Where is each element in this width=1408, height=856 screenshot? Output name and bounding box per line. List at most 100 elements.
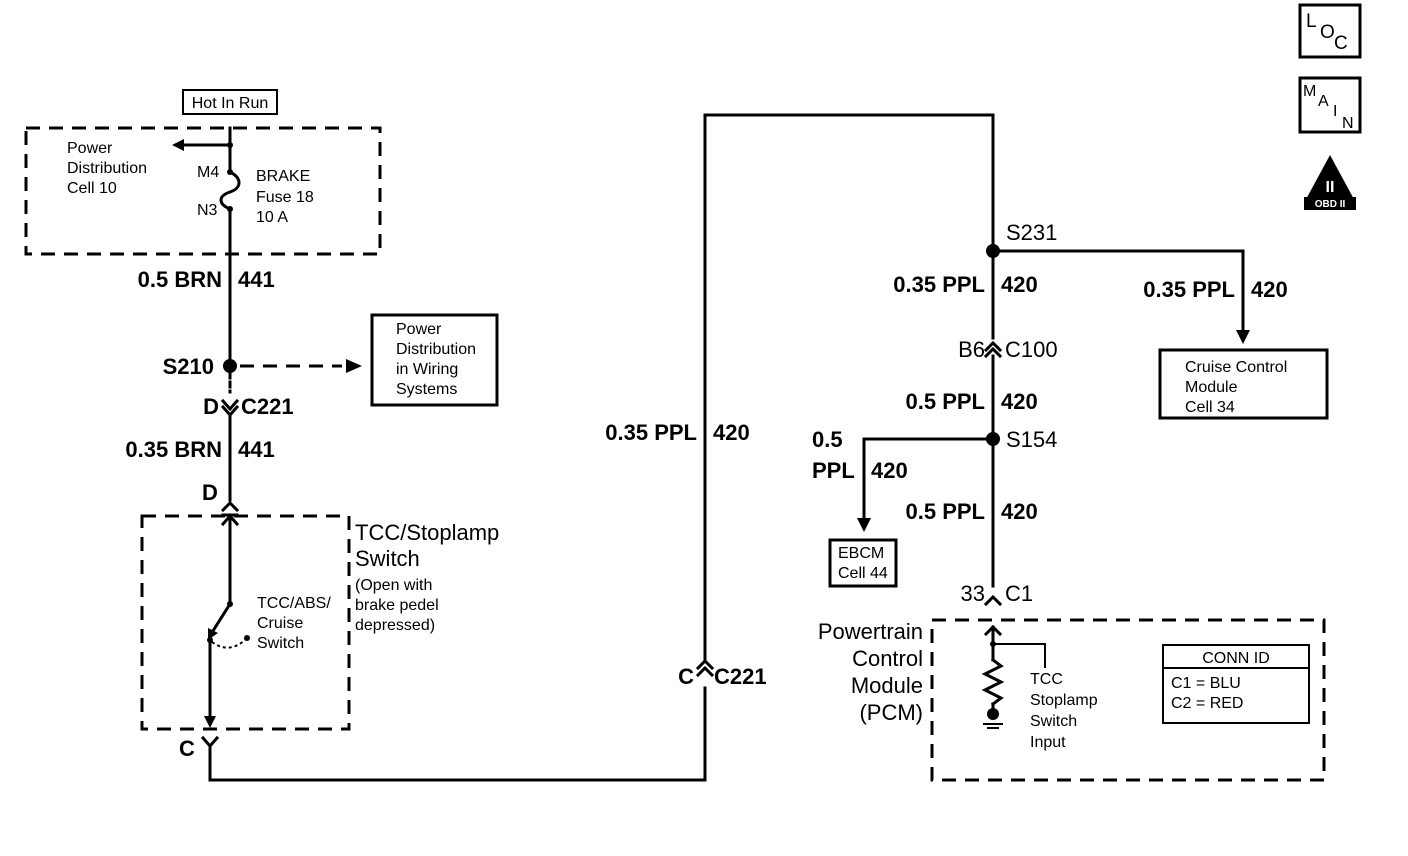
svg-text:EBCM: EBCM [838,545,884,562]
wire-circuit-441-b: 441 [238,437,275,462]
wire-circuit-441-a: 441 [238,267,275,292]
svg-text:L: L [1306,11,1317,32]
tcc-abs-cruise-switch-label: TCC/ABS/ Cruise Switch [257,595,331,652]
svg-text:Switch: Switch [1030,713,1077,730]
cruise-control-module-box: Cruise Control Module Cell 34 [1158,348,1329,420]
wire-circuit-420-cruise: 420 [1251,277,1288,302]
brake-fuse-label: BRAKE Fuse 18 10 A [256,168,314,226]
svg-text:Module: Module [851,673,923,698]
brake-fuse-symbol [219,169,241,211]
svg-text:Cell 34: Cell 34 [1185,399,1235,416]
power-distribution-cell-label: Power Distribution Cell 10 [67,140,147,197]
power-distribution-wiring-box: Power Distribution in Wiring Systems [370,313,499,407]
svg-text:Power: Power [396,321,442,338]
svg-text:TCC/ABS/: TCC/ABS/ [257,595,331,612]
svg-text:C1 = BLU: C1 = BLU [1171,675,1241,692]
loc-icon[interactable]: L O C [1298,3,1362,59]
wire-size-ppl-ebcm-a: 0.5 [812,427,843,452]
splice-s210-label: S210 [163,354,214,379]
obd-ii-icon[interactable]: II OBD II [1304,155,1356,210]
connector-c1 [983,594,1003,607]
fuse-block-outline [24,126,382,256]
wire-size-ppl-c: 0.5 PPL [906,499,985,524]
switch-note: (Open with brake pedel depressed) [355,577,439,634]
svg-text:TCC/Stoplamp: TCC/Stoplamp [355,520,499,545]
svg-text:M: M [1303,83,1316,100]
svg-text:N: N [1342,115,1354,132]
wire-size-brn-05: 0.5 BRN [138,267,222,292]
wire-circuit-420-mid: 420 [713,420,750,445]
svg-text:depressed): depressed) [355,617,435,634]
wire-circuit-420-b: 420 [1001,389,1038,414]
svg-text:Power: Power [67,140,113,157]
fuse-pin-n3: N3 [197,202,218,219]
svg-text:Distribution: Distribution [396,341,476,358]
hot-in-run-label: Hot In Run [182,89,278,115]
connector-c221-top [220,398,240,412]
svg-text:C100: C100 [1005,337,1058,362]
svg-text:10 A: 10 A [256,209,288,226]
main-icon[interactable]: M A I N [1298,76,1362,134]
svg-text:C221: C221 [714,664,767,689]
fuse-pin-m4: M4 [197,164,219,181]
wire-size-ppl-ebcm-b: PPL [812,458,855,483]
svg-text:Switch: Switch [257,635,304,652]
splice-s154-label: S154 [1006,427,1057,452]
tcc-stoplamp-input-label: TCC Stoplamp Switch Input [1030,671,1098,751]
svg-text:Fuse 18: Fuse 18 [256,189,314,206]
svg-text:BRAKE: BRAKE [256,168,310,185]
svg-text:A: A [1318,93,1329,110]
wire-circuit-420-c: 420 [1001,499,1038,524]
svg-text:C: C [1334,33,1348,54]
svg-text:C: C [678,664,694,689]
tcc-stoplamp-switch-title: TCC/Stoplamp Switch [355,520,499,571]
ebcm-box: EBCM Cell 44 [828,538,898,588]
switch-contact [208,601,233,637]
svg-text:Cruise Control: Cruise Control [1185,359,1287,376]
svg-text:C: C [179,736,195,761]
svg-text:O: O [1320,22,1335,43]
pin-d-label: D [202,480,218,505]
svg-text:C2 = RED: C2 = RED [1171,695,1243,712]
ground-icon [987,708,999,720]
svg-text:brake pedel: brake pedel [355,597,439,614]
pcm-label: Powertrain Control Module (PCM) [818,619,923,725]
wire-circuit-420-a: 420 [1001,272,1038,297]
wire-size-ppl-a: 0.35 PPL [893,272,985,297]
splice-s210 [223,359,237,373]
svg-text:Switch: Switch [355,546,420,571]
svg-text:(PCM): (PCM) [859,700,923,725]
splice-s231-label: S231 [1006,220,1057,245]
svg-text:Powertrain: Powertrain [818,619,923,644]
wire-size-ppl-mid: 0.35 PPL [605,420,697,445]
pcm-outline [930,618,1326,782]
svg-text:C1: C1 [1005,581,1033,606]
svg-text:Cell 44: Cell 44 [838,565,888,582]
svg-text:C221: C221 [241,394,294,419]
svg-text:I: I [1333,103,1337,120]
svg-text:in Wiring: in Wiring [396,361,458,378]
wire-size-ppl-cruise: 0.35 PPL [1143,277,1235,302]
connector-c100 [983,340,1003,353]
svg-text:Systems: Systems [396,381,457,398]
wire-size-brn-035: 0.35 BRN [125,437,222,462]
svg-text:Module: Module [1185,379,1238,396]
svg-text:Control: Control [852,646,923,671]
svg-text:Hot In Run: Hot In Run [192,95,268,112]
svg-text:Distribution: Distribution [67,160,147,177]
svg-text:33: 33 [961,581,985,606]
svg-text:OBD II: OBD II [1315,199,1346,210]
svg-text:Cell 10: Cell 10 [67,180,117,197]
connector-id-table: CONN ID C1 = BLU C2 = RED [1162,644,1310,724]
svg-text:(Open with: (Open with [355,577,432,594]
tcc-stoplamp-switch-outline [140,514,351,731]
wire-size-ppl-b: 0.5 PPL [906,389,985,414]
svg-text:B6: B6 [958,337,985,362]
pcm-resistor-symbol [981,657,1005,707]
svg-text:Input: Input [1030,734,1066,751]
svg-text:II: II [1326,179,1335,196]
svg-text:Stoplamp: Stoplamp [1030,692,1098,709]
svg-text:TCC: TCC [1030,671,1063,688]
svg-text:CONN ID: CONN ID [1202,650,1270,667]
